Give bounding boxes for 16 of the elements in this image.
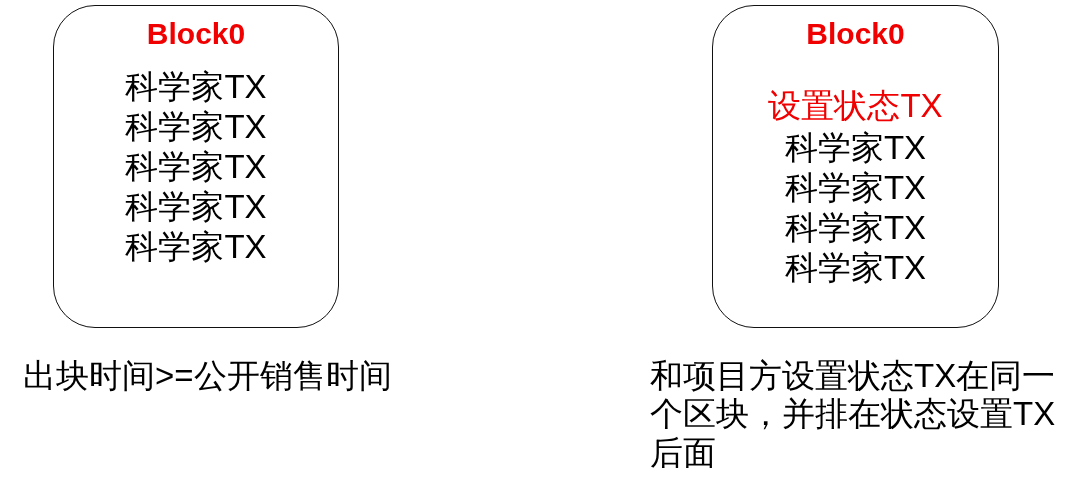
- caption-text: 和项目方设置状态TX在同一个区块，并排在状态设置TX后面: [650, 356, 1057, 473]
- transaction-label: 科学家TX: [784, 208, 927, 248]
- transaction-label: 科学家TX: [784, 168, 927, 208]
- transaction-label: 科学家TX: [125, 227, 267, 267]
- block-title: Block0: [806, 16, 905, 52]
- transaction-label: 科学家TX: [125, 187, 267, 227]
- block-box: [712, 5, 999, 328]
- block-box: [53, 5, 339, 328]
- transaction-label: 科学家TX: [125, 107, 267, 147]
- caption-text: 出块时间>=公开销售时间: [23, 356, 392, 396]
- transaction-label: 科学家TX: [125, 67, 267, 107]
- transaction-label: 科学家TX: [784, 248, 927, 288]
- transaction-label: 科学家TX: [784, 128, 927, 168]
- transaction-label: 设置状态TX: [768, 86, 943, 126]
- block-title: Block0: [146, 16, 246, 52]
- transaction-label: 科学家TX: [125, 147, 267, 187]
